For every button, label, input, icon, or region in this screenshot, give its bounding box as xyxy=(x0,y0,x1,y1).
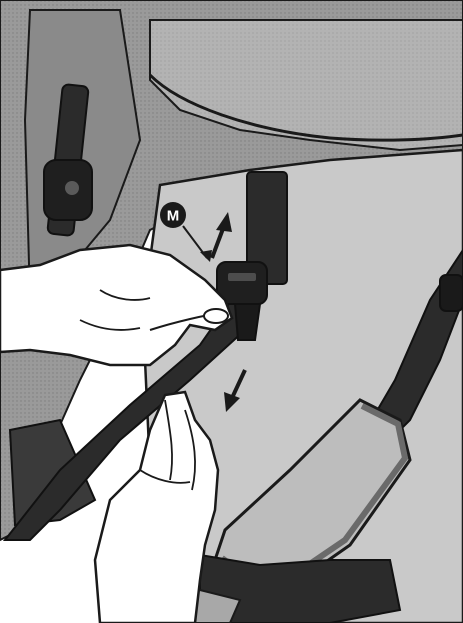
buckle-tab xyxy=(235,304,260,340)
side-buckle-hole xyxy=(65,181,79,195)
callout-label: M xyxy=(167,208,180,225)
right-strap-buckle xyxy=(440,275,463,311)
buckle-slot xyxy=(228,273,256,281)
ladder-lock-buckle xyxy=(217,262,267,304)
upper-hand-nail xyxy=(204,309,228,323)
